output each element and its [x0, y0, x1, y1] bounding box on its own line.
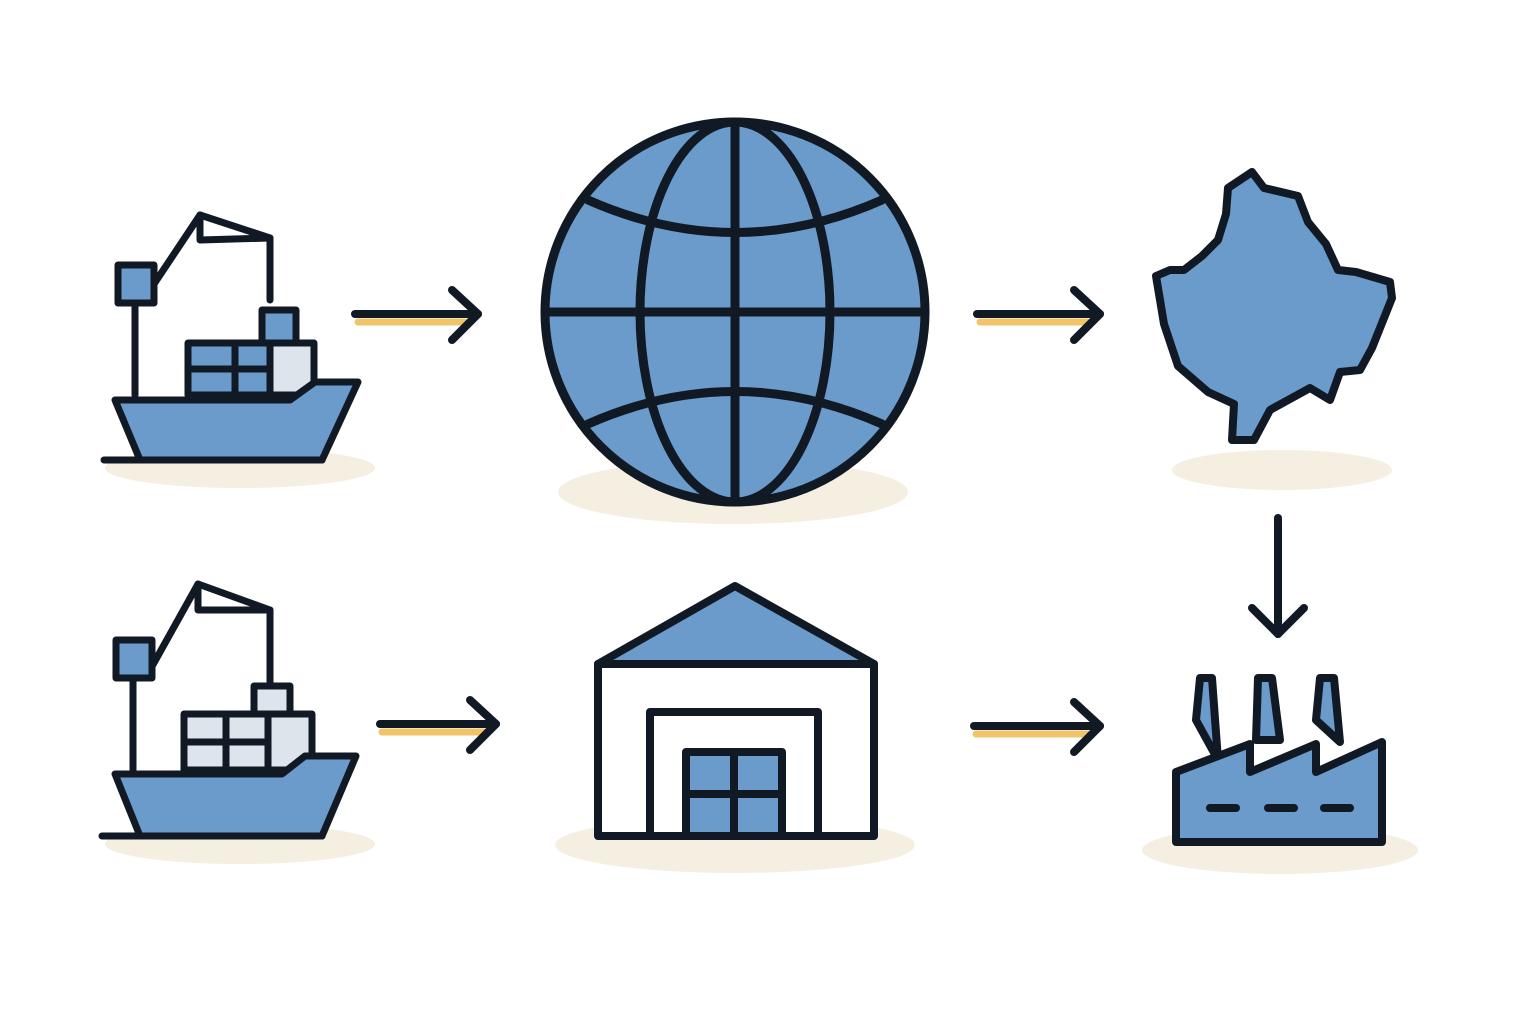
- factory-icon: [1142, 674, 1418, 874]
- cargo-ship-top-icon: [100, 211, 375, 488]
- arrow-ship-bottom-to-warehouse: [376, 696, 500, 754]
- warehouse-icon: [555, 582, 915, 873]
- cargo-ship-bottom-icon: [98, 580, 375, 864]
- arrow-ship-top-to-globe: [351, 286, 482, 344]
- globe-icon: [540, 117, 930, 524]
- arrow-warehouse-to-factory: [970, 698, 1104, 756]
- arrow-map-to-factory: [1248, 514, 1308, 638]
- country-map-icon: [1152, 168, 1396, 490]
- arrow-globe-to-map: [973, 286, 1104, 344]
